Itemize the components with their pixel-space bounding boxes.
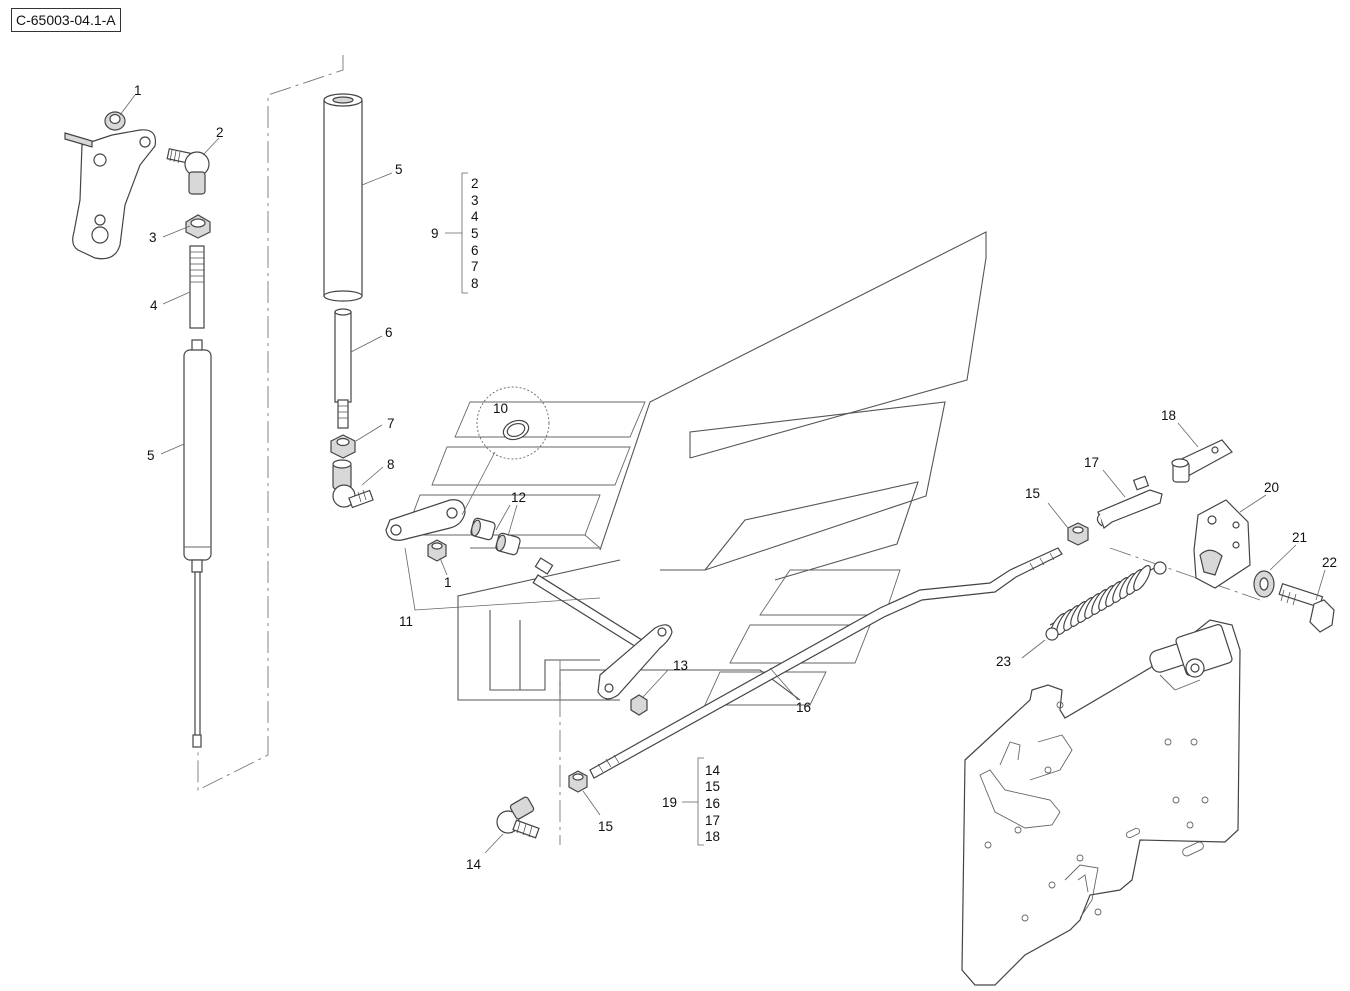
callout-2: 2 xyxy=(216,125,224,140)
bolt-part-22 xyxy=(1278,582,1335,633)
kit-19-item: 14 xyxy=(705,763,721,778)
callout-10: 10 xyxy=(493,401,508,416)
assembly-kit-19: 19 14 15 16 17 18 xyxy=(662,763,721,844)
nut-part-13 xyxy=(630,694,648,716)
kit-9-item: 8 xyxy=(471,276,479,291)
kit-19-label: 19 xyxy=(662,795,677,810)
nut-part-3 xyxy=(185,214,211,239)
callout-1-middle: 1 xyxy=(444,575,452,590)
link-plate-part-11 xyxy=(385,499,466,541)
leader-lines xyxy=(119,94,1326,854)
bracket-plate xyxy=(64,129,157,260)
callout-5-right: 5 xyxy=(395,162,403,177)
washer-part-21 xyxy=(1253,570,1275,598)
callout-11: 11 xyxy=(399,614,413,629)
circlip-part-10 xyxy=(476,386,550,460)
machine-frame-outline xyxy=(404,231,987,706)
kit-9-item: 5 xyxy=(471,226,479,241)
kit-19-item: 17 xyxy=(705,813,720,828)
kit-9-item: 2 xyxy=(471,176,479,191)
callout-18: 18 xyxy=(1161,408,1176,423)
crank-arm-assembly xyxy=(532,557,673,700)
spring-part-23 xyxy=(1045,561,1167,641)
callout-1-top: 1 xyxy=(134,83,142,98)
callout-6: 6 xyxy=(385,325,393,340)
callout-23: 23 xyxy=(996,654,1011,669)
mounting-plate xyxy=(961,619,1241,986)
centre-lines xyxy=(197,55,1261,845)
ball-joint-part-8 xyxy=(332,459,374,509)
nut-part-15-upper xyxy=(1067,522,1089,546)
assembly-kit-9: 9 2 3 4 5 6 7 8 xyxy=(431,176,479,291)
nut-part-1-top xyxy=(104,111,126,131)
callout-4: 4 xyxy=(150,298,158,313)
kit-9-item: 6 xyxy=(471,243,479,258)
callout-7: 7 xyxy=(387,416,395,431)
callout-15-lower: 15 xyxy=(598,819,613,834)
kit-9-item: 3 xyxy=(471,193,479,208)
bracket-part-20 xyxy=(1193,499,1251,589)
callout-17: 17 xyxy=(1084,455,1099,470)
ball-joint-part-2 xyxy=(166,148,210,195)
rod-part-6 xyxy=(334,308,352,429)
kit-19-item: 16 xyxy=(705,796,720,811)
clevis-part-18 xyxy=(1171,439,1233,483)
callout-15-upper: 15 xyxy=(1025,486,1040,501)
kit-9-label: 9 xyxy=(431,226,439,241)
callout-16: 16 xyxy=(796,700,811,715)
nut-part-1-middle xyxy=(427,539,447,562)
callout-8: 8 xyxy=(387,457,395,472)
callout-21: 21 xyxy=(1292,530,1307,545)
kit-19-item: 15 xyxy=(705,779,720,794)
callout-20: 20 xyxy=(1264,480,1279,495)
clip-part-17 xyxy=(1096,475,1163,529)
callout-labels: 1 2 3 4 5 5 6 7 8 10 12 1 11 13 16 15 15… xyxy=(134,83,1337,872)
nut-part-15-lower xyxy=(568,770,588,793)
callout-14: 14 xyxy=(466,857,482,872)
callout-13: 13 xyxy=(673,658,688,673)
kit-9-item: 7 xyxy=(471,259,479,274)
bushings-part-12 xyxy=(470,517,521,556)
threaded-rod-part-4 xyxy=(189,245,205,329)
callout-22: 22 xyxy=(1322,555,1337,570)
drawing-reference-code: C-65003-04.1-A xyxy=(11,8,121,32)
kit-19-item: 18 xyxy=(705,829,720,844)
callout-12: 12 xyxy=(511,490,526,505)
callout-3: 3 xyxy=(149,230,157,245)
kit-9-item: 4 xyxy=(471,209,479,224)
ball-joint-part-14 xyxy=(496,796,540,839)
nut-part-7 xyxy=(330,434,356,459)
gas-strut-part-5-left xyxy=(183,339,212,748)
tube-part-5-right xyxy=(323,93,363,302)
callout-5-left: 5 xyxy=(147,448,155,463)
long-rod-part-16 xyxy=(589,547,1063,779)
